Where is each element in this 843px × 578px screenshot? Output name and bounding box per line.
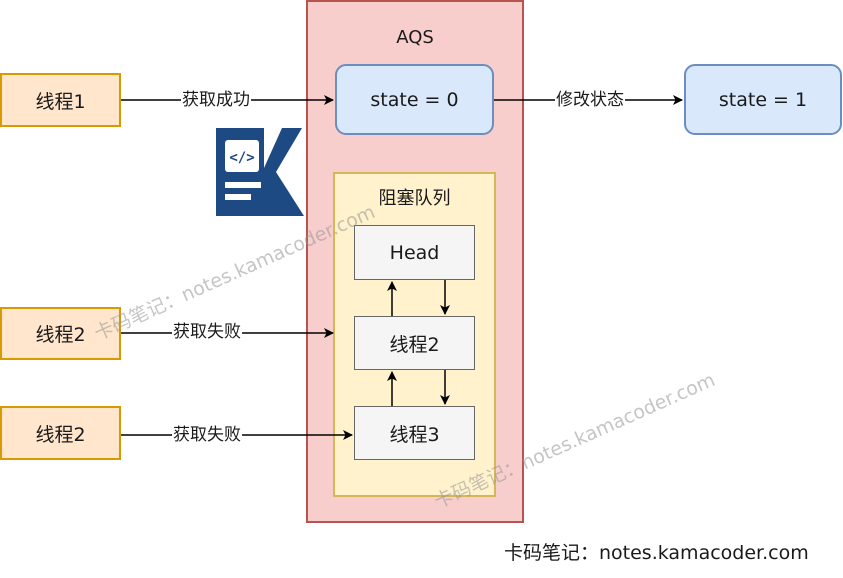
kamacoder-k-logo-icon: </> — [216, 128, 304, 216]
state-initial-box: state = 0 — [335, 64, 494, 135]
queue-thread-2-node: 线程2 — [354, 316, 475, 370]
thread-2-second-box: 线程2 — [0, 406, 121, 460]
edge-label-modify-state: 修改状态 — [555, 90, 625, 110]
aqs-title: AQS — [396, 26, 434, 48]
footer-source-text: 卡码笔记：notes.kamacoder.com — [504, 542, 809, 564]
blocking-queue-title: 阻塞队列 — [378, 188, 451, 209]
queue-head-node: Head — [354, 225, 475, 280]
queue-thread-3-node: 线程3 — [354, 406, 475, 460]
edge-label-acquire-success: 获取成功 — [181, 90, 251, 110]
thread-1-box: 线程1 — [0, 73, 121, 127]
thread-2-box: 线程2 — [0, 307, 121, 360]
state-final-box: state = 1 — [684, 64, 842, 135]
svg-text:</>: </> — [229, 150, 254, 166]
edge-label-acquire-fail-2: 获取失败 — [172, 425, 242, 445]
edge-label-acquire-fail-1: 获取失败 — [172, 322, 242, 342]
